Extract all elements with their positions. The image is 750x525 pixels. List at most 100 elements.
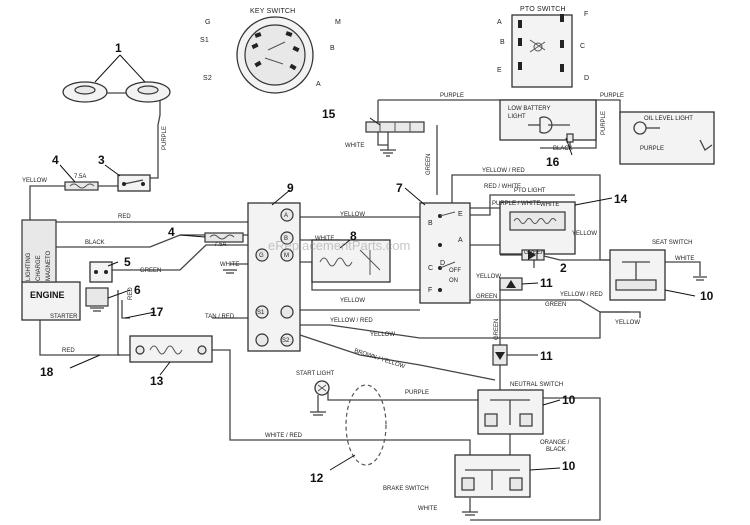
block9-terminal-g: G: [259, 253, 264, 259]
wire-label-purple: PURPLE: [440, 93, 464, 99]
key-terminal-s2: S2: [203, 75, 212, 82]
callout-number: 16: [546, 155, 560, 169]
callout-number: 1: [115, 41, 122, 55]
start-light: [314, 380, 330, 396]
callout-number: 15: [322, 107, 336, 121]
fuse-4-top: [64, 181, 99, 191]
wire-label-yellow: YELLOW: [615, 320, 640, 326]
fuse-4-mid: [204, 232, 244, 243]
neutral-switch: [477, 389, 544, 435]
wire-label-yellow: YELLOW: [22, 178, 47, 184]
diode-11-upper: [499, 277, 523, 291]
key-terminal-s1: S1: [200, 37, 209, 44]
wire-label-black: BLACK: [553, 146, 573, 152]
key-terminal-b: B: [330, 45, 335, 52]
block7-terminal-e: E: [458, 211, 463, 218]
wire-label-yellow: YELLOW: [572, 231, 597, 237]
ground-symbols: [90, 149, 707, 516]
callout-number: 10: [700, 289, 714, 303]
wire-label-yellow: YELLOW: [476, 274, 501, 280]
magneto-label: MAGNETO: [46, 250, 52, 281]
wire-label-yellow-red: YELLOW / RED: [560, 292, 603, 298]
wire-label-white: WHITE: [418, 506, 437, 512]
wire-label-tan-red: TAN / RED: [205, 314, 235, 320]
terminal-block-9: [247, 202, 301, 352]
wire-label-red: RED: [118, 214, 131, 220]
wire-label-green: GREEN: [140, 268, 161, 274]
wire-label-black: BLACK: [85, 240, 105, 246]
pto-switch-title: PTO SWITCH: [520, 6, 566, 13]
callout-number: 4: [168, 225, 175, 239]
wire-label-white: WHITE: [675, 256, 694, 262]
lighting-label: LIGHTING: [26, 252, 32, 281]
block9-terminal-s2: S2: [282, 338, 290, 344]
wire-label-green: GREEN: [494, 319, 500, 340]
switch-3: [117, 174, 151, 192]
switch-on-label: ON: [449, 278, 458, 284]
callout-number: 10: [562, 393, 576, 407]
wire-label-white: WHITE: [345, 143, 364, 149]
callout-number: 14: [614, 192, 628, 206]
oil-level-light-label: OIL LEVEL LIGHT: [644, 116, 693, 122]
wire-label-red: RED: [128, 287, 134, 300]
callout-number: 5: [124, 255, 131, 269]
wire-label-yellow-red: YELLOW / RED: [330, 318, 373, 324]
wire-label-red: RED: [62, 348, 75, 354]
callout-number: 8: [350, 229, 357, 243]
key-terminal-m: M: [335, 19, 341, 26]
brake-switch-label: BRAKE SWITCH: [383, 486, 429, 492]
callout-number: 17: [150, 305, 164, 319]
key-switch-title: KEY SWITCH: [250, 8, 295, 15]
block7-terminal-f: F: [428, 287, 432, 294]
wire-label-white: WHITE: [220, 262, 239, 268]
component-6: [85, 287, 109, 307]
pto-terminal-a: A: [497, 19, 502, 26]
pto-terminal-e: E: [497, 67, 502, 74]
diode-11-lower: [492, 344, 508, 366]
neutral-switch-label: NEUTRAL SWITCH: [510, 382, 563, 388]
block9-terminal-b: B: [284, 236, 288, 242]
wire-label-purple: PURPLE: [640, 146, 664, 152]
seat-switch-label: SEAT SWITCH: [652, 240, 692, 246]
engine: [21, 219, 81, 321]
fuse-rating-mid: 7.5A: [214, 242, 226, 248]
wire-label-green: GREEN: [476, 294, 497, 300]
wire-label-purple: PURPLE: [601, 111, 607, 135]
wire-label-white-red: WHITE / RED: [265, 433, 303, 439]
wire-label-yellow: YELLOW: [340, 298, 365, 304]
callout-number: 6: [134, 283, 141, 297]
pto-light-14: [499, 201, 576, 255]
wire-label-purple: PURPLE: [600, 93, 624, 99]
wire-label-yellow: YELLOW: [370, 332, 395, 338]
connector-15: [365, 121, 425, 133]
watermark: eReplacementParts.com: [268, 238, 410, 253]
block7-terminal-c: C: [428, 265, 433, 272]
callout-leaders: [59, 54, 696, 471]
key-terminal-a: A: [316, 81, 321, 88]
wire-label-green: GREEN: [545, 302, 566, 308]
callout-number: 11: [540, 276, 553, 290]
starter-label: STARTER: [50, 314, 78, 320]
block7-terminal-d: D: [440, 260, 445, 267]
engine-label: ENGINE: [30, 290, 65, 300]
callout-number: 4: [52, 153, 59, 167]
wire-label-green: GREEN: [524, 250, 545, 256]
low-battery-light-label-2: LIGHT: [508, 114, 526, 120]
block7-terminal-b: B: [428, 220, 433, 227]
circuit-group-12: [345, 384, 387, 466]
start-light-label: START LIGHT: [296, 371, 335, 377]
pto-terminal-c: C: [580, 43, 585, 50]
headlights: [62, 81, 171, 103]
pto-switch: [511, 14, 573, 88]
pto-terminal-d: D: [584, 75, 589, 82]
callout-number: 13: [150, 374, 164, 388]
wire-label-orange-black-1: ORANGE /: [540, 440, 570, 446]
wire-label-purple: PURPLE: [405, 390, 429, 396]
callout-number: 2: [560, 261, 567, 275]
wire-label-purple-white: PURPLE / WHITE: [492, 201, 540, 207]
callout-number: 18: [40, 365, 54, 379]
callout-number: 11: [540, 349, 553, 363]
wire-label-brown-yellow: BROWN / YELLOW: [353, 348, 405, 370]
fuse-rating-top: 7.5A: [74, 174, 86, 180]
wire-label-purple: PURPLE: [162, 126, 168, 150]
